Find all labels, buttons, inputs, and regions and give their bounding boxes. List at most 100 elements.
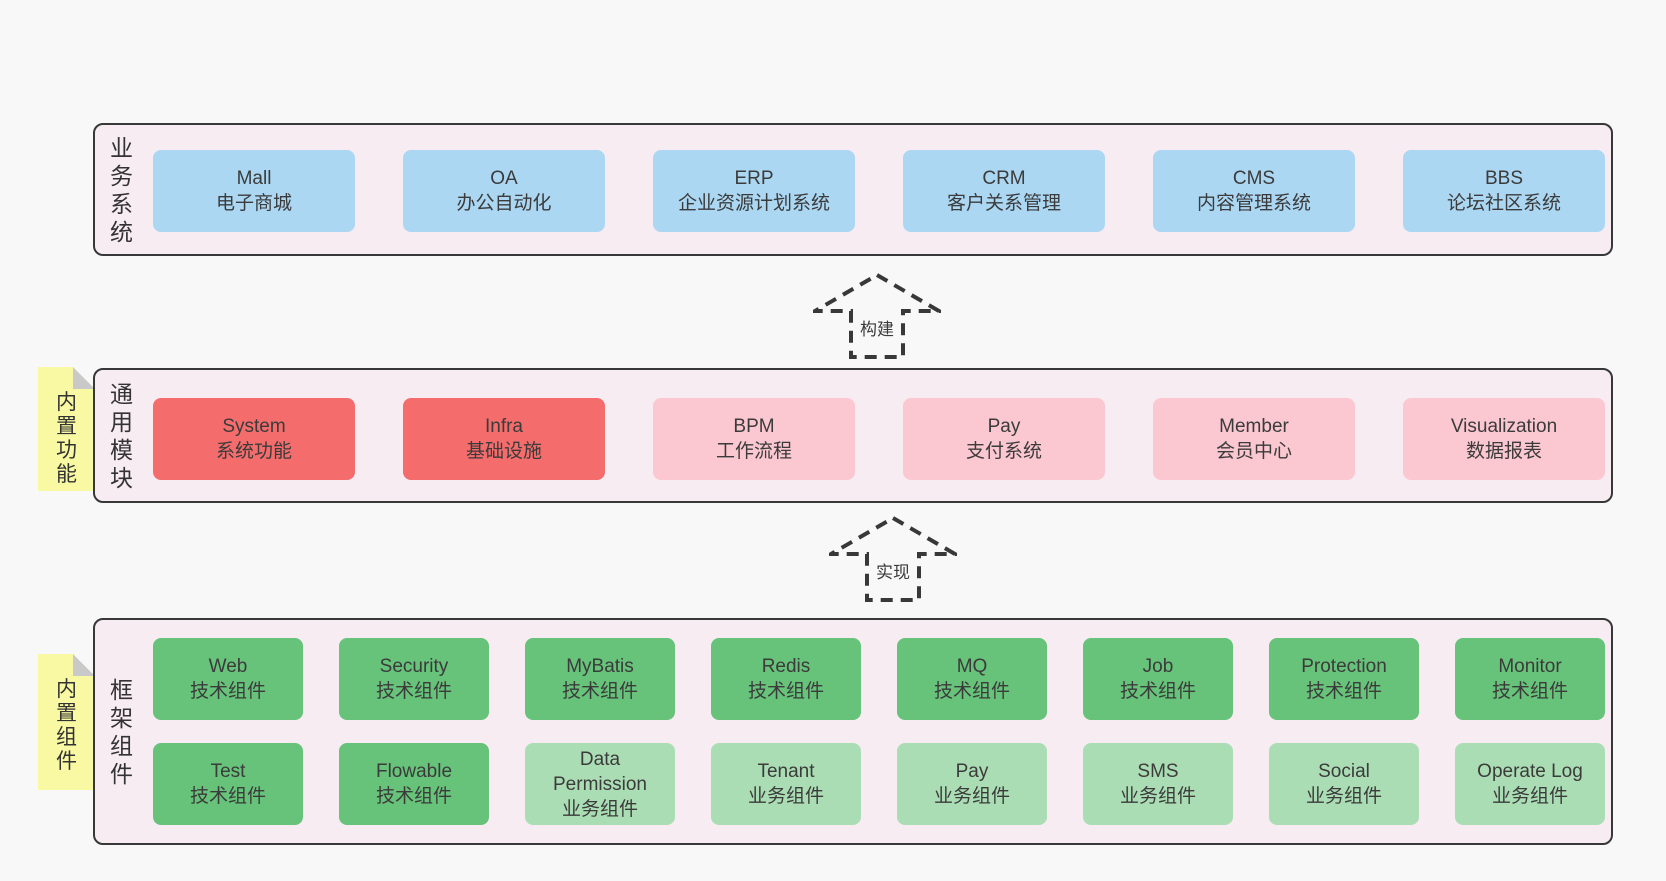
box-title: Visualization xyxy=(1450,416,1558,437)
module-box-flowable: Flowable 技术组件 xyxy=(339,743,489,825)
box-title: Protection xyxy=(1301,656,1387,677)
module-box-mybatis: MyBatis 技术组件 xyxy=(525,638,675,720)
box-subtitle: 业务组件 xyxy=(1491,786,1568,807)
module-box-tenant: Tenant 业务组件 xyxy=(711,743,861,825)
dashed-up-arrow-icon xyxy=(813,273,941,359)
box-title: ERP xyxy=(734,168,774,189)
module-box-data-permission: Data Permission 业务组件 xyxy=(525,743,675,825)
dashed-up-arrow-icon xyxy=(829,516,957,602)
folded-corner-icon xyxy=(73,654,95,676)
module-box-cms: CMS 内容管理系统 xyxy=(1153,150,1355,232)
box-title: Operate Log xyxy=(1477,761,1583,782)
module-box-crm: CRM 客户关系管理 xyxy=(903,150,1105,232)
box-title: Member xyxy=(1219,416,1289,437)
module-box-pay: Pay 支付系统 xyxy=(903,398,1105,480)
box-subtitle: 业务组件 xyxy=(747,786,824,807)
box-title: Redis xyxy=(761,656,811,677)
box-title: BBS xyxy=(1484,168,1524,189)
band-label-business-systems: 业务系统 xyxy=(110,134,133,245)
sticky-note-label: 内置功能 xyxy=(56,391,77,486)
box-title: Data Permission xyxy=(553,748,647,795)
band-label-common-modules: 通用模块 xyxy=(110,380,133,491)
box-subtitle: 技术组件 xyxy=(933,681,1010,702)
sticky-note-built-in-features: 内置功能 xyxy=(38,367,95,491)
box-title: MQ xyxy=(956,656,988,677)
arrow-implement: 实现 xyxy=(829,516,957,602)
module-box-web: Web 技术组件 xyxy=(153,638,303,720)
box-subtitle: 业务组件 xyxy=(1305,786,1382,807)
box-title: MyBatis xyxy=(566,656,634,677)
module-box-bbs: BBS 论坛社区系统 xyxy=(1403,150,1605,232)
box-title: Pay xyxy=(987,416,1021,437)
band-label-framework-components: 框架组件 xyxy=(110,676,133,787)
box-title: CMS xyxy=(1232,168,1276,189)
box-title: Infra xyxy=(484,416,524,437)
box-subtitle: 业务组件 xyxy=(561,798,638,820)
module-box-visualization: Visualization 数据报表 xyxy=(1403,398,1605,480)
box-title: Tenant xyxy=(757,761,815,782)
arrow-build-label: 构建 xyxy=(856,314,898,341)
box-subtitle: 客户关系管理 xyxy=(946,193,1061,214)
module-box-protection: Protection 技术组件 xyxy=(1269,638,1419,720)
business-systems-row: Mall 电子商城 OA 办公自动化 ERP 企业资源计划系统 CRM 客户关系管理 CMS 内容… xyxy=(153,150,1605,232)
box-subtitle: 数据报表 xyxy=(1465,441,1542,462)
module-box-oa: OA 办公自动化 xyxy=(403,150,605,232)
sticky-note-label: 内置组件 xyxy=(56,678,77,773)
module-box-operate-log: Operate Log 业务组件 xyxy=(1455,743,1605,825)
box-subtitle: 技术组件 xyxy=(1491,681,1568,702)
box-subtitle: 办公自动化 xyxy=(456,193,552,214)
box-title: OA xyxy=(490,168,518,189)
box-subtitle: 支付系统 xyxy=(965,441,1042,462)
box-subtitle: 技术组件 xyxy=(189,786,266,807)
box-subtitle: 技术组件 xyxy=(375,786,452,807)
box-subtitle: 会员中心 xyxy=(1215,441,1292,462)
box-title: Pay xyxy=(955,761,989,782)
box-subtitle: 论坛社区系统 xyxy=(1446,193,1561,214)
box-title: Mall xyxy=(236,168,272,189)
module-box-sms: SMS 业务组件 xyxy=(1083,743,1233,825)
box-subtitle: 技术组件 xyxy=(1305,681,1382,702)
box-title: Job xyxy=(1142,656,1174,677)
arrow-implement-label: 实现 xyxy=(872,557,914,584)
box-subtitle: 业务组件 xyxy=(933,786,1010,807)
box-subtitle: 技术组件 xyxy=(561,681,638,702)
box-title: Web xyxy=(208,656,248,677)
module-box-pay: Pay 业务组件 xyxy=(897,743,1047,825)
module-box-infra: Infra 基础设施 xyxy=(403,398,605,480)
box-title: Test xyxy=(210,761,246,782)
module-box-mall: Mall 电子商城 xyxy=(153,150,355,232)
box-subtitle: 技术组件 xyxy=(189,681,266,702)
box-title: Social xyxy=(1318,761,1370,782)
box-subtitle: 电子商城 xyxy=(215,193,292,214)
box-title: CRM xyxy=(982,168,1026,189)
box-title: Monitor xyxy=(1498,656,1562,677)
module-box-monitor: Monitor 技术组件 xyxy=(1455,638,1605,720)
band-business-systems: 业务系统 Mall 电子商城 OA 办公自动化 ERP 企业资源计划系统 CRM 客户关系管理… xyxy=(93,123,1613,256)
folded-corner-icon xyxy=(73,367,95,389)
module-box-test: Test 技术组件 xyxy=(153,743,303,825)
box-subtitle: 技术组件 xyxy=(1119,681,1196,702)
box-subtitle: 企业资源计划系统 xyxy=(677,193,830,214)
box-subtitle: 业务组件 xyxy=(1119,786,1196,807)
module-box-member: Member 会员中心 xyxy=(1153,398,1355,480)
module-box-social: Social 业务组件 xyxy=(1269,743,1419,825)
box-title: BPM xyxy=(733,416,775,437)
module-box-job: Job 技术组件 xyxy=(1083,638,1233,720)
arrow-build: 构建 xyxy=(813,273,941,359)
box-title: Flowable xyxy=(375,761,453,782)
box-subtitle: 基础设施 xyxy=(465,441,542,462)
box-subtitle: 技术组件 xyxy=(375,681,452,702)
box-title: SMS xyxy=(1137,761,1179,782)
box-title: System xyxy=(222,416,286,437)
box-subtitle: 内容管理系统 xyxy=(1196,193,1311,214)
module-box-mq: MQ 技术组件 xyxy=(897,638,1047,720)
